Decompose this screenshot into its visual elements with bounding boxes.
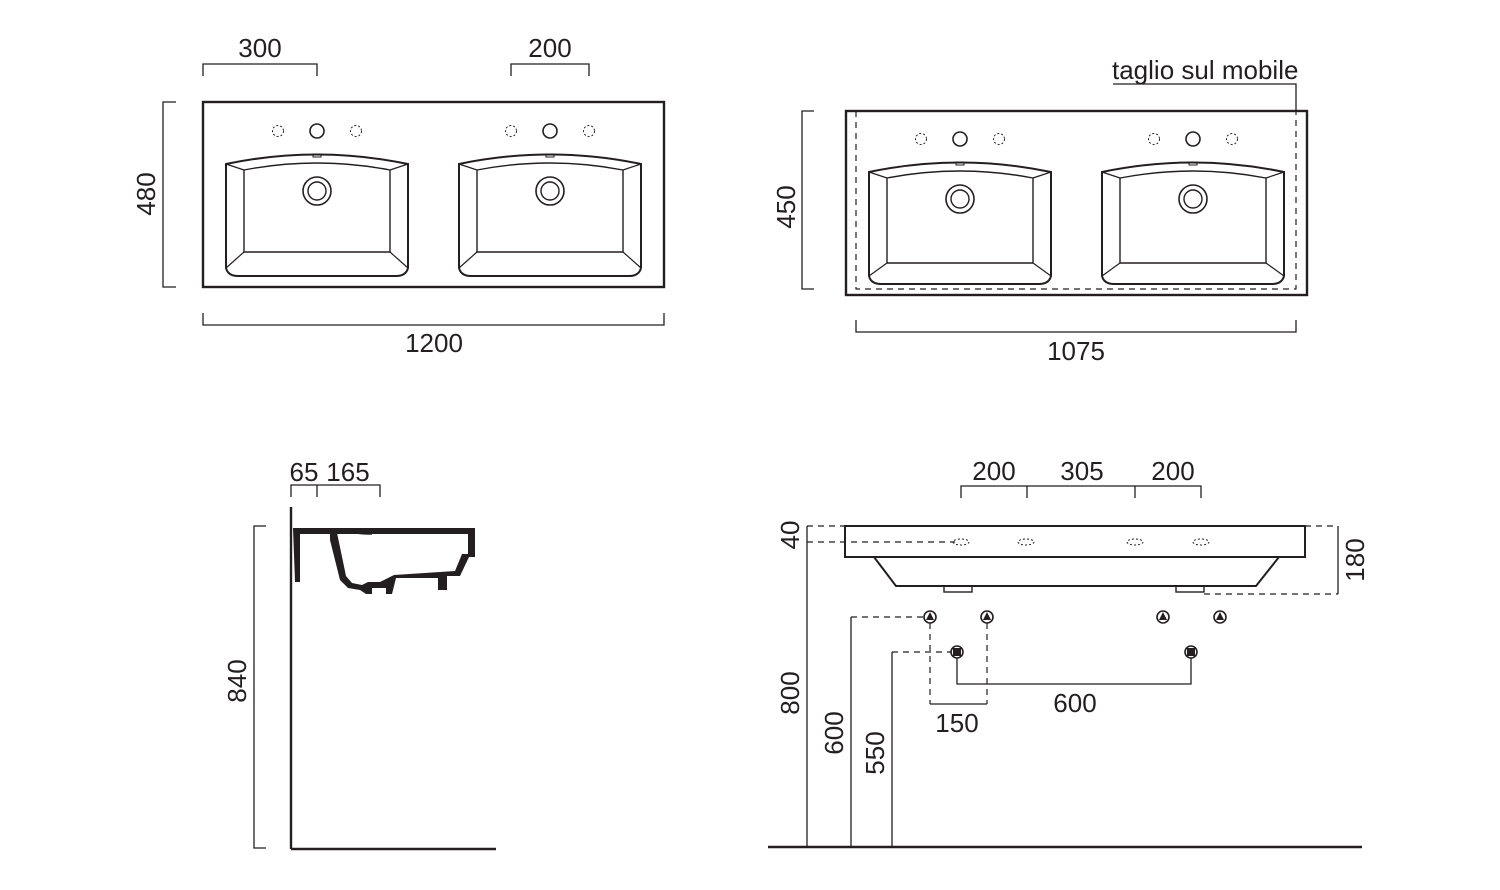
tap-hole-icon <box>1126 538 1144 546</box>
cabinet-cut-line <box>855 111 1297 290</box>
plan-view-1075: taglio sul mobile <box>771 55 1309 366</box>
countertop-outline <box>201 100 666 289</box>
tap-hole-icon <box>915 133 927 145</box>
dim-200-right: 200 <box>1151 456 1194 486</box>
dim-450: 450 <box>771 185 801 228</box>
dim-150: 150 <box>935 708 978 738</box>
dim-480: 480 <box>131 172 161 215</box>
basin-left <box>868 161 1052 285</box>
tap-hole-icon <box>583 125 595 137</box>
tap-hole-icon <box>952 131 968 147</box>
dim-600-height: 600 <box>819 711 849 754</box>
dim-1075: 1075 <box>1047 336 1105 366</box>
dim-1200: 1200 <box>405 328 463 358</box>
dim-180: 180 <box>1340 538 1370 581</box>
tap-hole-icon <box>993 133 1005 145</box>
basin-left <box>225 153 409 277</box>
drain-icon <box>1178 184 1208 214</box>
tap-hole-icon <box>542 123 558 139</box>
front-elevation: 200 305 200 40 800 180 60 <box>768 456 1370 849</box>
basin-right <box>458 153 642 277</box>
tap-hole-icon <box>1017 538 1035 546</box>
tap-hole-icon <box>1192 538 1210 546</box>
dim-200-left: 200 <box>972 456 1015 486</box>
tap-hole-icon <box>1148 133 1160 145</box>
basin-front <box>873 556 1280 587</box>
tap-hole-icon <box>350 125 362 137</box>
basin-right <box>1101 161 1285 285</box>
tap-hole-icon <box>952 538 970 546</box>
side-section: 65 165 840 <box>222 457 496 851</box>
drain-icon <box>535 176 565 206</box>
drain-icon <box>945 184 975 214</box>
tap-hole-icon <box>1226 133 1238 145</box>
countertop-front <box>844 525 1306 558</box>
dim-200: 200 <box>528 33 571 63</box>
basin-profile <box>293 528 475 594</box>
dim-40: 40 <box>775 521 805 550</box>
dim-65: 65 <box>290 457 319 487</box>
dim-305: 305 <box>1060 456 1103 486</box>
dim-300: 300 <box>238 33 281 63</box>
countertop-outline <box>844 109 1309 297</box>
tap-hole-icon <box>505 125 517 137</box>
dim-840: 840 <box>222 659 252 702</box>
dim-600-spacing: 600 <box>1053 688 1096 718</box>
dim-165: 165 <box>326 457 369 487</box>
water-supply-valves <box>923 610 1227 624</box>
dim-550: 550 <box>860 731 890 774</box>
valve-icon <box>1213 610 1227 624</box>
plan-view-1200: 300 200 480 1200 <box>131 33 666 358</box>
tap-hole-icon <box>272 125 284 137</box>
valve-icon <box>1156 610 1170 624</box>
dim-800: 800 <box>775 671 805 714</box>
tap-hole-icon <box>1185 131 1201 147</box>
cut-label: taglio sul mobile <box>1112 55 1298 85</box>
drain-icon <box>302 176 332 206</box>
tap-hole-icon <box>309 123 325 139</box>
